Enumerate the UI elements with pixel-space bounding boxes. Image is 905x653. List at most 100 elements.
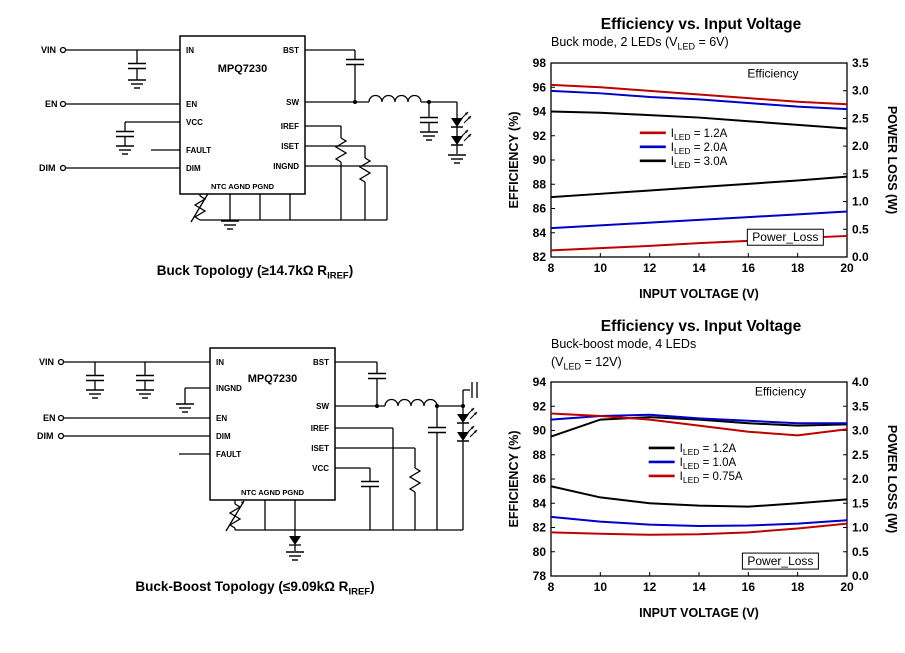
ground-symbol bbox=[175, 403, 195, 413]
y-right-axis-title: POWER LOSS (W) bbox=[885, 106, 897, 214]
node-dot bbox=[435, 404, 439, 408]
pin-label: FAULT bbox=[186, 146, 211, 155]
dim-label: DIM bbox=[39, 163, 56, 173]
vcc-capacitor bbox=[360, 480, 380, 488]
x-tick-label: 10 bbox=[594, 261, 608, 275]
y-left-tick-label: 92 bbox=[533, 129, 547, 143]
buck-chart-block: Efficiency vs. Input Voltage Buck mode, … bbox=[505, 16, 899, 308]
led-icon bbox=[456, 407, 478, 424]
power-loss-curve bbox=[550, 522, 848, 537]
ic-body bbox=[179, 35, 306, 195]
inductor bbox=[368, 94, 422, 103]
power-loss-curve bbox=[550, 175, 848, 198]
buck-boost-chart-block: Efficiency vs. Input Voltage Buck-boost … bbox=[505, 318, 899, 627]
y-right-tick-label: 0.5 bbox=[852, 545, 869, 559]
bottom-pins-label: NTC AGND PGND bbox=[241, 488, 305, 497]
bottom-pins-label: NTC AGND PGND bbox=[211, 182, 275, 191]
x-tick-label: 14 bbox=[692, 261, 706, 275]
y-left-tick-label: 92 bbox=[533, 400, 547, 414]
x-tick-label: 20 bbox=[840, 580, 854, 594]
buck-boost-caption: Buck-Boost Topology (≤9.09kΩ RIREF) bbox=[25, 579, 485, 598]
chart-subtitle: Buck mode, 2 LEDs (VLED = 6V) bbox=[505, 35, 897, 53]
chart-annotation: Power_Loss bbox=[752, 230, 818, 244]
buck-schematic-block: VIN EN DIM MPQ7230 IN EN VCC FAULT DIM B… bbox=[25, 14, 485, 282]
pin-label: VCC bbox=[186, 118, 203, 127]
en-label: EN bbox=[45, 99, 58, 109]
subtitle-text: Buck mode, 2 LEDs (V bbox=[551, 35, 678, 49]
efficiency-curve bbox=[550, 416, 848, 438]
y-right-tick-label: 3.0 bbox=[852, 424, 869, 438]
legend-label: ILED = 1.2A bbox=[671, 128, 728, 142]
bootstrap-capacitor bbox=[367, 372, 387, 380]
iset-resistor bbox=[359, 157, 371, 183]
y-right-tick-label: 2.5 bbox=[852, 448, 869, 462]
legend-label: ILED = 1.2A bbox=[680, 443, 737, 457]
power-loss-curve bbox=[550, 485, 848, 509]
chart-annotation: Efficiency bbox=[755, 385, 806, 399]
efficiency-curve bbox=[550, 89, 848, 110]
y-left-tick-label: 98 bbox=[533, 56, 547, 70]
pin-label: VCC bbox=[312, 464, 329, 473]
legend-label: ILED = 2.0A bbox=[671, 142, 728, 156]
x-tick-label: 8 bbox=[548, 261, 555, 275]
legend-label: ILED = 1.0A bbox=[680, 457, 737, 471]
x-tick-label: 12 bbox=[643, 580, 657, 594]
y-right-tick-label: 4.0 bbox=[852, 375, 869, 389]
ic-body bbox=[209, 347, 336, 501]
buck-caption: Buck Topology (≥14.7kΩ RIREF) bbox=[25, 263, 485, 282]
en-label: EN bbox=[43, 413, 56, 423]
subtitle-text: Buck-boost mode, 4 LEDs bbox=[551, 337, 697, 351]
y-right-tick-label: 3.5 bbox=[852, 400, 869, 414]
input-capacitor bbox=[85, 374, 105, 382]
pin-label: DIM bbox=[216, 432, 231, 441]
vin-label: VIN bbox=[41, 45, 56, 55]
y-right-tick-label: 2.0 bbox=[852, 472, 869, 486]
bootstrap-capacitor bbox=[345, 58, 365, 66]
y-left-tick-label: 78 bbox=[533, 569, 547, 583]
ground-symbol bbox=[85, 389, 105, 399]
buck-boost-schematic-block: VIN EN DIM MPQ7230 IN INGND EN DIM FAULT… bbox=[25, 330, 485, 598]
ground-symbol bbox=[447, 154, 467, 164]
ground-symbol bbox=[127, 79, 147, 89]
y-left-tick-label: 84 bbox=[533, 226, 547, 240]
y-left-tick-label: 94 bbox=[533, 104, 547, 118]
x-axis-title: INPUT VOLTAGE (V) bbox=[639, 606, 759, 620]
pin-label: IREF bbox=[311, 424, 329, 433]
annotation-box bbox=[746, 228, 824, 246]
input-capacitor bbox=[135, 374, 155, 382]
y-left-tick-label: 96 bbox=[533, 80, 547, 94]
vin-terminal bbox=[59, 46, 67, 54]
y-left-tick-label: 82 bbox=[533, 521, 547, 535]
subtitle-text: (V bbox=[551, 354, 564, 369]
ground-symbol bbox=[220, 220, 240, 230]
pin-label: EN bbox=[186, 100, 197, 109]
y-right-tick-label: 3.0 bbox=[852, 83, 869, 97]
y-left-tick-label: 90 bbox=[533, 153, 547, 167]
dim-terminal bbox=[57, 432, 65, 440]
ntc-thermistor bbox=[194, 195, 206, 221]
chart-annotation: Efficiency bbox=[747, 66, 798, 80]
y-right-tick-label: 0.0 bbox=[852, 250, 869, 264]
y-left-axis-title: EFFICIENCY (%) bbox=[507, 431, 521, 528]
y-left-tick-label: 88 bbox=[533, 177, 547, 191]
y-left-tick-label: 90 bbox=[533, 424, 547, 438]
x-tick-label: 8 bbox=[548, 580, 555, 594]
pin-label: ISET bbox=[311, 444, 329, 453]
y-right-tick-label: 1.5 bbox=[852, 497, 869, 511]
x-tick-label: 18 bbox=[791, 580, 805, 594]
ntc-arrow bbox=[240, 501, 244, 505]
caption-text: Buck-Boost Topology (≤9.09kΩ R bbox=[135, 579, 349, 594]
ground-symbol bbox=[285, 551, 305, 561]
x-tick-label: 16 bbox=[742, 580, 756, 594]
chart-subtitle-line2: (VLED = 12V) bbox=[505, 355, 897, 373]
buck-boost-schematic: VIN EN DIM MPQ7230 IN INGND EN DIM FAULT… bbox=[37, 347, 478, 561]
node-dot bbox=[353, 100, 357, 104]
caption-subscript: IREF bbox=[348, 586, 371, 598]
ground-symbol bbox=[135, 389, 155, 399]
y-right-tick-label: 1.0 bbox=[852, 521, 869, 535]
caption-text: Buck Topology (≥14.7kΩ R bbox=[156, 263, 328, 278]
led-icon bbox=[456, 425, 478, 442]
y-left-tick-label: 88 bbox=[533, 448, 547, 462]
led-icon bbox=[450, 111, 472, 128]
